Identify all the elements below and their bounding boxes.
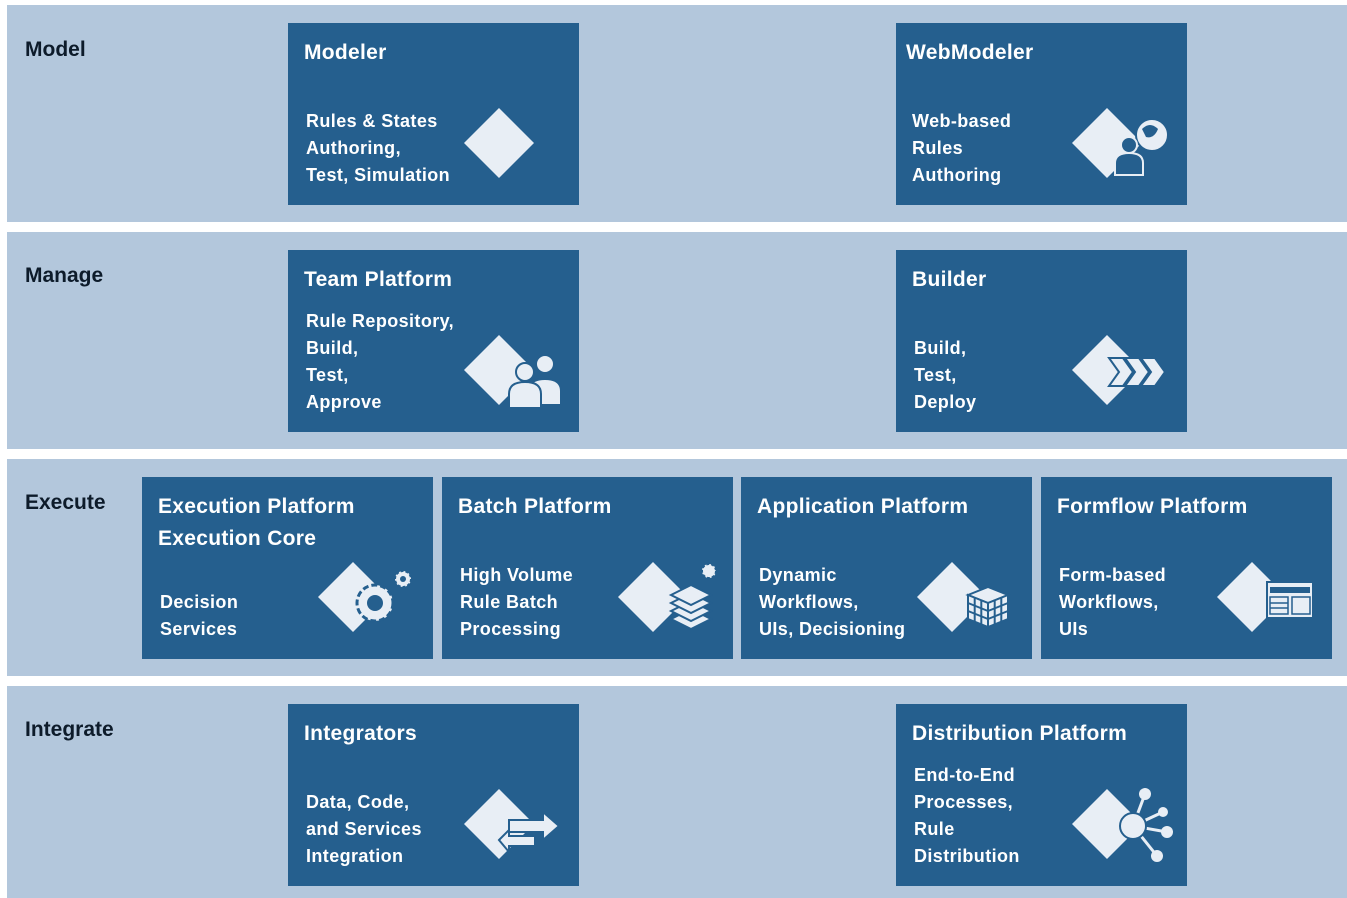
batch-stack-icon bbox=[618, 562, 717, 632]
box-title: WebModeler bbox=[906, 41, 1034, 64]
box-description: Dynamic Workflows, UIs, Decisioning bbox=[759, 565, 906, 639]
box-formflow-platform[interactable]: Formflow Platform Form-based Workflows, … bbox=[1041, 477, 1332, 659]
box-integrators[interactable]: Integrators Data, Code, and Services Int… bbox=[288, 704, 579, 886]
box-modeler[interactable]: Modeler Rules & States Authoring, Test, … bbox=[288, 23, 579, 205]
layer-label-model: Model bbox=[25, 38, 86, 61]
box-webmodeler[interactable]: WebModeler Web-based Rules Authoring bbox=[896, 23, 1187, 205]
box-team-platform[interactable]: Team Platform Rule Repository, Build, Te… bbox=[288, 250, 579, 432]
box-application-platform[interactable]: Application Platform Dynamic Workflows, … bbox=[741, 477, 1032, 659]
exchange-arrows-icon bbox=[464, 789, 561, 859]
box-title: Formflow Platform bbox=[1057, 495, 1248, 518]
box-description: Decision Services bbox=[160, 592, 239, 639]
box-description: End-to-End Processes, Rule Distribution bbox=[914, 765, 1020, 866]
box-title: Application Platform bbox=[757, 495, 969, 518]
box-execution-platform[interactable]: Execution Platform Execution Core Decisi… bbox=[142, 477, 433, 659]
team-icon bbox=[464, 335, 562, 409]
box-title: Team Platform bbox=[304, 268, 453, 291]
box-description: Form-based Workflows, UIs bbox=[1059, 565, 1167, 639]
box-title: Execution Platform Execution Core bbox=[158, 495, 355, 550]
box-description: Rule Repository, Build, Test, Approve bbox=[306, 311, 455, 412]
gears-icon bbox=[318, 562, 412, 632]
diamond-icon bbox=[464, 108, 534, 178]
pipeline-icon bbox=[1072, 335, 1167, 405]
layer-label-execute: Execute bbox=[25, 491, 106, 514]
web-user-icon bbox=[1072, 108, 1169, 178]
box-title: Builder bbox=[912, 268, 987, 291]
box-distribution-platform[interactable]: Distribution Platform End-to-End Process… bbox=[896, 704, 1187, 886]
box-description: Build, Test, Deploy bbox=[914, 338, 977, 412]
cube-grid-icon bbox=[917, 562, 1011, 632]
box-description: Data, Code, and Services Integration bbox=[306, 792, 422, 866]
box-title: Modeler bbox=[304, 41, 387, 64]
box-batch-platform[interactable]: Batch Platform High Volume Rule Batch Pr… bbox=[442, 477, 733, 659]
box-title: Integrators bbox=[304, 722, 417, 745]
box-description: High Volume Rule Batch Processing bbox=[460, 565, 574, 639]
box-title: Distribution Platform bbox=[912, 722, 1128, 745]
layer-label-integrate: Integrate bbox=[25, 718, 114, 741]
box-title: Batch Platform bbox=[458, 495, 612, 518]
box-description: Web-based Rules Authoring bbox=[912, 111, 1012, 185]
form-icon bbox=[1217, 562, 1314, 632]
box-builder[interactable]: Builder Build, Test, Deploy bbox=[896, 250, 1187, 432]
layer-label-manage: Manage bbox=[25, 264, 104, 287]
box-description: Rules & States Authoring, Test, Simulati… bbox=[306, 111, 451, 185]
distribution-network-icon bbox=[1072, 788, 1173, 862]
